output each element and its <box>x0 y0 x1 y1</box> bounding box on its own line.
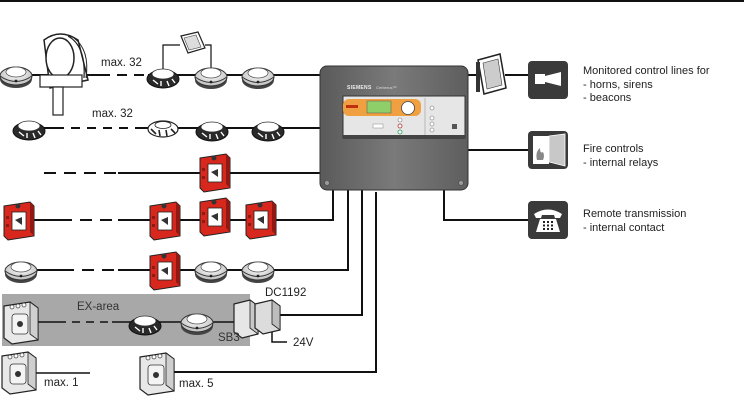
control-module <box>476 53 507 95</box>
detector <box>241 67 275 90</box>
lcd-display <box>366 100 392 114</box>
label-sb3: SB3 <box>218 332 240 344</box>
detector <box>195 121 229 142</box>
ex-junction-box <box>3 301 39 345</box>
manual-call-point <box>149 201 181 241</box>
ex-junction-box <box>139 352 175 396</box>
output-icon-fire-door <box>528 131 568 169</box>
output-title: Remote transmission <box>583 208 687 220</box>
manual-call-point <box>3 201 35 241</box>
manual-call-point <box>199 197 231 237</box>
control-knob <box>401 101 415 115</box>
output-description-fire-controls: Fire controls - internal relays <box>583 143 658 170</box>
detector <box>180 313 214 336</box>
dc1192-module <box>254 299 281 335</box>
detector <box>4 261 38 284</box>
output-item: - horns, sirens <box>583 78 653 91</box>
label-max32-line1: max. 32 <box>101 57 142 69</box>
wire-output-3 <box>443 190 528 221</box>
output-item: - internal contact <box>583 221 665 234</box>
fire-control-panel <box>319 65 469 191</box>
label-max1: max. 1 <box>44 377 79 389</box>
output-title: Fire controls <box>583 143 644 155</box>
label-ex-area: EX-area <box>77 301 120 313</box>
manual-call-point <box>149 251 181 291</box>
screw-icon <box>324 180 330 186</box>
label-max32-line2: max. 32 <box>92 108 133 120</box>
output-description-horns: Monitored control lines for - horns, sir… <box>583 65 710 106</box>
horn-icon <box>535 74 545 84</box>
manual-call-point <box>199 153 231 193</box>
label-dc1192: DC1192 <box>265 287 307 299</box>
output-description-remote-transmission: Remote transmission - internal contact <box>583 208 686 235</box>
detector <box>0 66 33 89</box>
panel-product: Cerberus™ <box>376 85 397 90</box>
wire-max5 <box>172 192 377 373</box>
output-icon-telephone <box>528 201 568 239</box>
panel-brand: SIEMENS <box>347 85 372 91</box>
top-divider <box>0 0 744 2</box>
manual-call-point <box>245 200 277 240</box>
detector <box>194 261 228 284</box>
output-icon-horn <box>528 61 568 99</box>
screw-icon <box>458 180 464 186</box>
ex-junction-box <box>1 351 37 395</box>
detector <box>12 120 46 141</box>
detector <box>128 315 162 336</box>
output-title: Monitored control lines for <box>583 65 710 77</box>
detector <box>147 120 179 138</box>
remote-indicator <box>180 31 206 54</box>
output-item: - beacons <box>583 92 632 104</box>
label-max5: max. 5 <box>179 378 214 390</box>
wire-line4-b <box>118 190 334 221</box>
wire-24v <box>271 330 287 343</box>
wire-remote-indicator <box>162 44 212 72</box>
output-item: - internal relays <box>583 156 659 169</box>
telephone-icon <box>534 209 562 218</box>
wire-dc1192 <box>280 190 363 316</box>
detector <box>241 261 275 284</box>
beam-detector <box>39 33 89 116</box>
label-24v: 24V <box>293 337 314 349</box>
detector <box>251 121 285 142</box>
detector <box>146 68 180 89</box>
detector <box>194 67 228 90</box>
